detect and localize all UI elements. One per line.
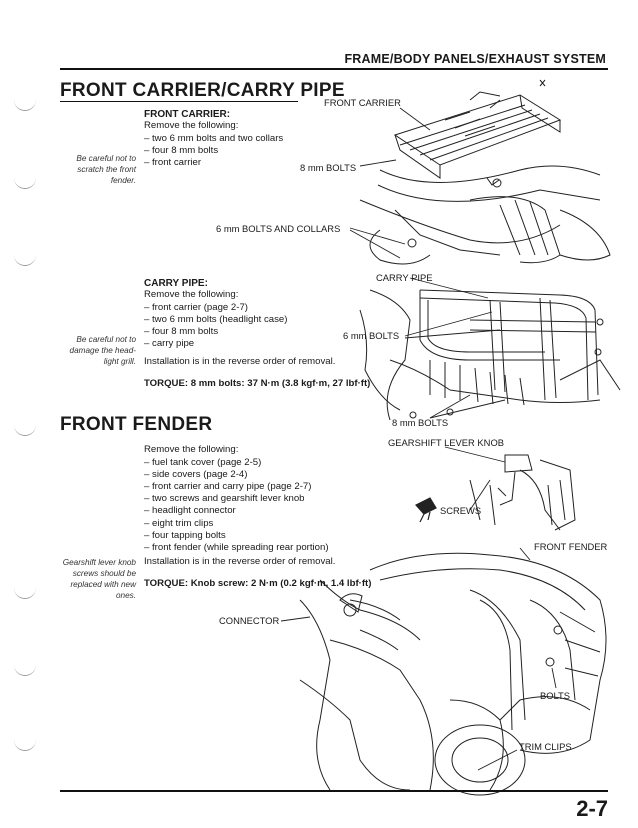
front-carrier-steps: two 6 mm bolts and two collars four 8 mm… [144, 133, 283, 170]
front-fender-torque: TORQUE: Knob screw: 2 N·m (0.2 kgf·m, 1.… [144, 578, 372, 589]
callout-connector: CONNECTOR [219, 615, 280, 626]
footer-rule [60, 790, 608, 792]
carry-pipe-drawing [359, 289, 621, 421]
carry-pipe-installation: Installation is in the reverse order of … [144, 356, 336, 367]
list-item: two 6 mm bolts and two collars [144, 133, 283, 145]
section-rule [60, 101, 298, 102]
front-carrier-subtitle: FRONT CARRIER: [144, 109, 231, 120]
list-item: four 8 mm bolts [144, 326, 287, 338]
callout-bolts: BOLTS [540, 690, 571, 701]
callout-front-fender: FRONT FENDER [534, 541, 608, 552]
front-fender-installation: Installation is in the reverse order of … [144, 556, 336, 567]
note-line: scratch the front [77, 165, 136, 174]
carry-pipe-steps: front carrier (page 2-7) two 6 mm bolts … [144, 302, 287, 351]
note-line: Be careful not to [76, 154, 136, 163]
note-line: Be careful not to [76, 335, 136, 344]
list-item: side covers (page 2-4) [144, 469, 329, 481]
note-line: Gearshift lever knob [62, 558, 136, 567]
list-item: front carrier and carry pipe (page 2-7) [144, 481, 329, 493]
carry-pipe-subtitle: CARRY PIPE: [144, 278, 208, 289]
carry-pipe-caution-note: Be careful not to damage the head- light… [40, 334, 136, 367]
list-item: front carrier (page 2-7) [144, 302, 287, 314]
callout-8mm-bolts-lower: 8 mm BOLTS [392, 417, 449, 428]
front-carrier-drawing [359, 79, 611, 265]
note-line: fender. [110, 176, 136, 185]
front-fender-caution-note: Gearshift lever knob screws should be re… [40, 557, 136, 601]
callout-6mm-bolts: 6 mm BOLTS [343, 330, 400, 341]
section-title-front-fender: FRONT FENDER [60, 414, 213, 435]
front-fender-drawing [299, 552, 607, 796]
note-line: replaced with new [70, 580, 136, 589]
margin-mark [14, 255, 36, 266]
page-header-title: FRAME/BODY PANELS/EXHAUST SYSTEM [344, 52, 606, 66]
margin-mark [14, 425, 36, 436]
margin-mark [14, 178, 36, 189]
carry-pipe-block: CARRY PIPE: Remove the following: front … [144, 278, 287, 350]
note-line: light grill. [103, 357, 136, 366]
section-title-front-carrier: FRONT CARRIER/CARRY PIPE [60, 80, 345, 101]
note-line: screws should be [72, 569, 136, 578]
front-carrier-block: FRONT CARRIER: Remove the following: two… [144, 109, 283, 169]
page-number: 2-7 [576, 796, 608, 821]
list-item: four tapping bolts [144, 530, 329, 542]
callout-screws: SCREWS [440, 505, 482, 516]
callout-trim-clips: TRIM CLIPS [519, 741, 572, 752]
list-item: fuel tank cover (page 2-5) [144, 457, 329, 469]
list-item: two screws and gearshift lever knob [144, 493, 329, 505]
list-item: headlight connector [144, 505, 329, 517]
margin-mark [14, 588, 36, 599]
list-item: carry pipe [144, 338, 287, 350]
note-line: damage the head- [69, 346, 136, 355]
front-carrier-intro: Remove the following: [144, 120, 239, 131]
margin-mark [14, 100, 36, 111]
callout-carry-pipe: CARRY PIPE [376, 272, 433, 283]
front-fender-intro: Remove the following: [144, 444, 239, 455]
front-fender-block: Remove the following: fuel tank cover (p… [144, 444, 329, 554]
margin-mark [14, 665, 36, 676]
callout-front-carrier: FRONT CARRIER [324, 97, 401, 108]
header-rule [60, 68, 608, 70]
list-item: front carrier [144, 157, 283, 169]
list-item: front fender (while spreading rear porti… [144, 542, 329, 554]
callout-gearshift-knob: GEARSHIFT LEVER KNOB [388, 437, 505, 448]
note-line: ones. [115, 591, 136, 600]
front-carrier-caution-note: Be careful not to scratch the front fend… [40, 153, 136, 186]
callout-8mm-bolts: 8 mm BOLTS [300, 162, 357, 173]
carry-pipe-intro: Remove the following: [144, 289, 239, 300]
margin-mark [14, 740, 36, 751]
list-item: eight trim clips [144, 518, 329, 530]
list-item: two 6 mm bolts (headlight case) [144, 314, 287, 326]
front-fender-steps: fuel tank cover (page 2-5) side covers (… [144, 457, 329, 555]
list-item: four 8 mm bolts [144, 145, 283, 157]
gearshift-knob-drawing [469, 454, 576, 531]
callout-6mm-bolts-collars: 6 mm BOLTS AND COLLARS [216, 223, 341, 234]
carry-pipe-torque: TORQUE: 8 mm bolts: 37 N·m (3.8 kgf·m, 2… [144, 378, 371, 389]
screw-icon-drawing [415, 497, 437, 523]
